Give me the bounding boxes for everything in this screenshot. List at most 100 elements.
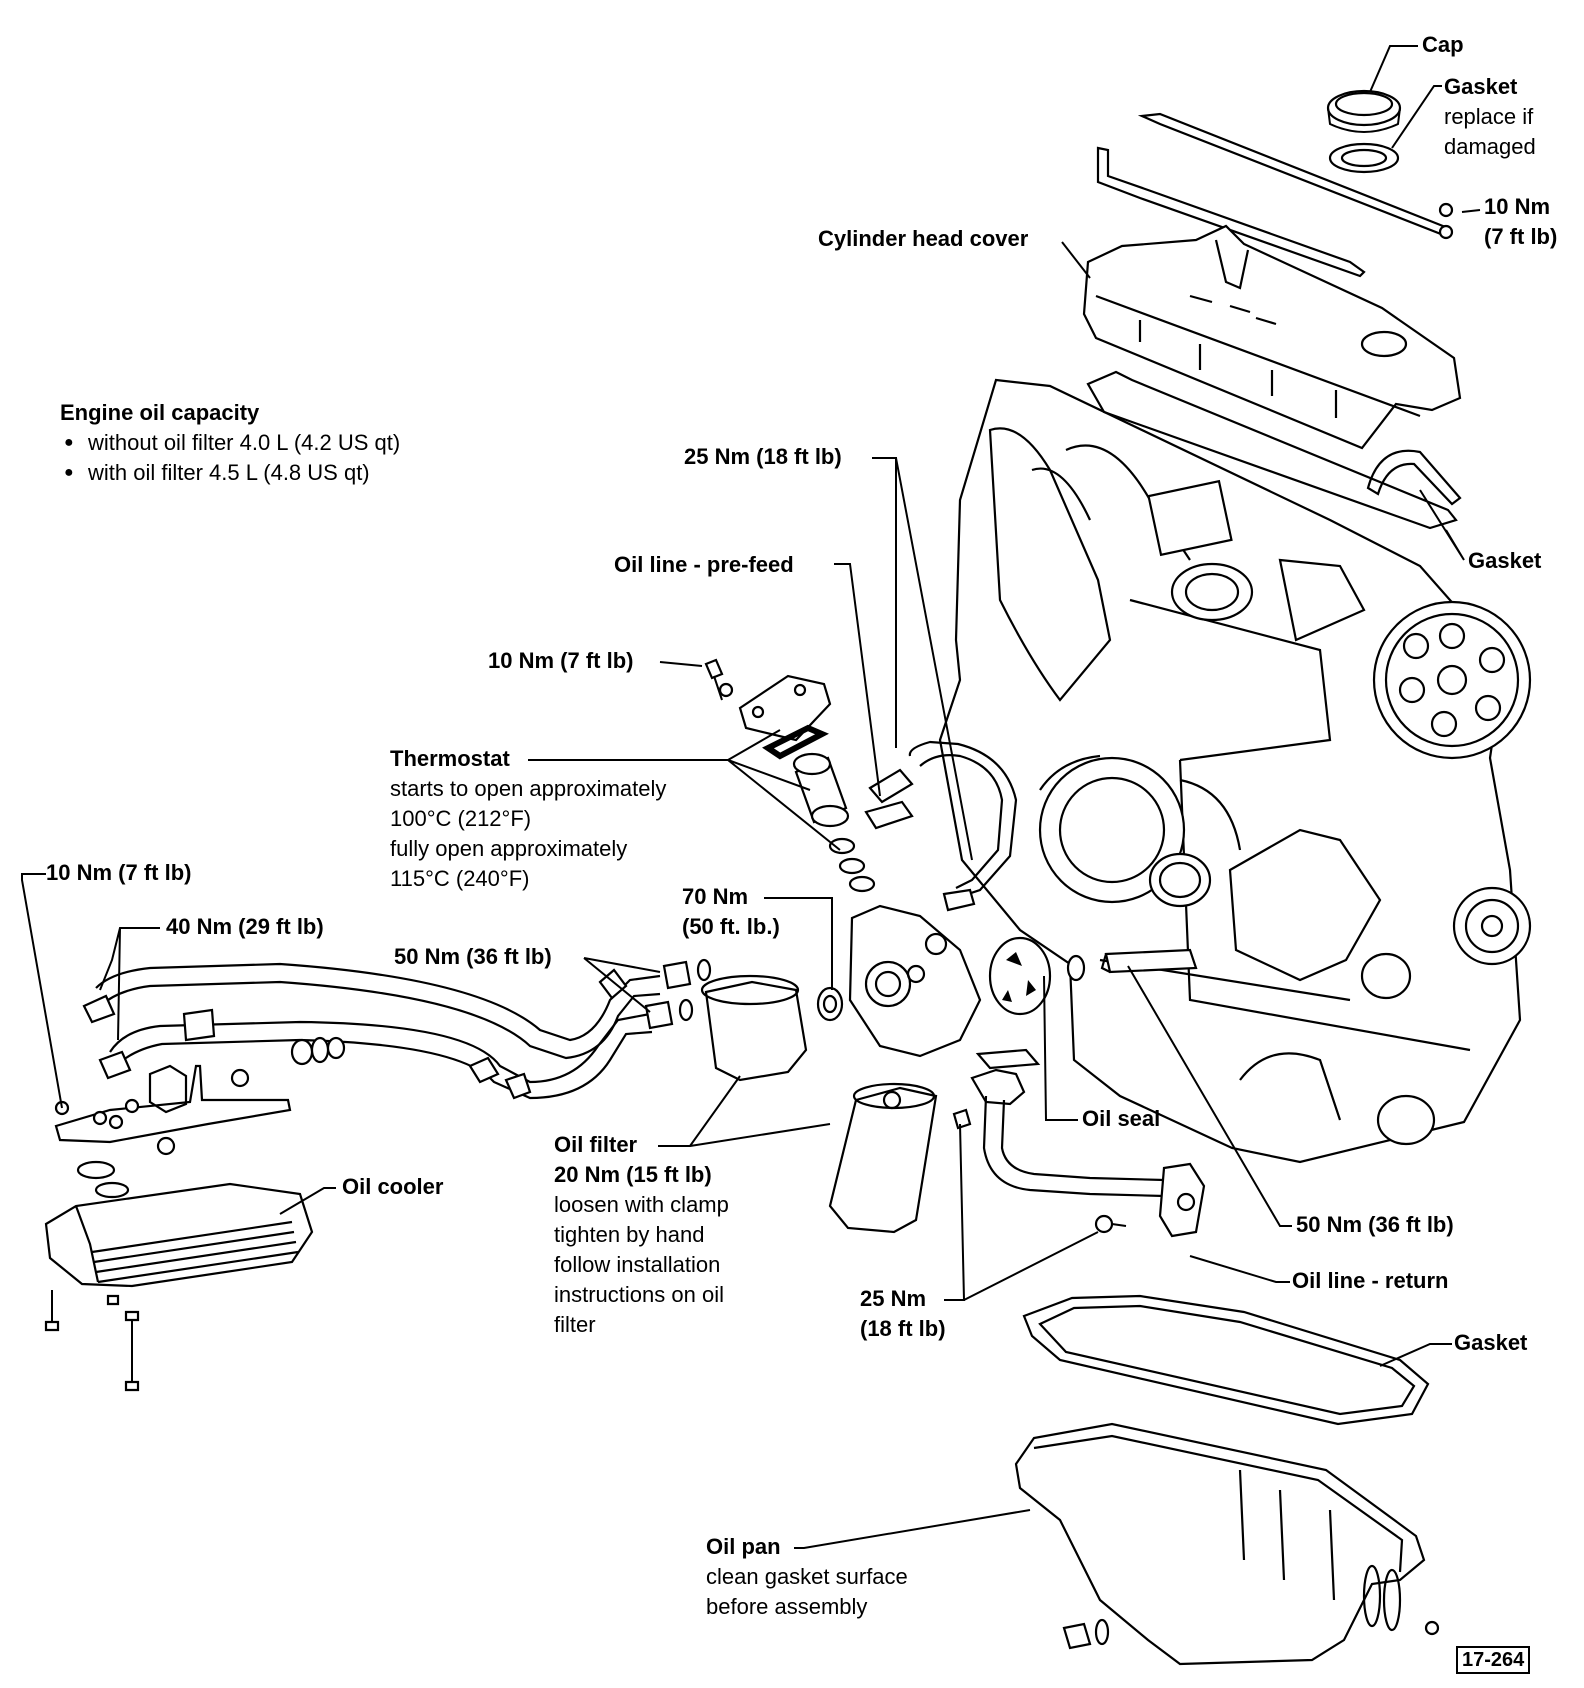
- label-oil-filter: Oil filter 20 Nm (15 ft lb) loosen with …: [554, 1130, 729, 1340]
- cooler-line-fittings: [644, 958, 712, 1030]
- oil-filter-note: filter: [554, 1312, 596, 1337]
- torque-value-imperial: (50 ft. lb.): [682, 914, 780, 939]
- label-torque-50-right: 50 Nm (36 ft lb): [1296, 1210, 1454, 1240]
- label-torque-50-left: 50 Nm (36 ft lb): [394, 942, 552, 972]
- torque-value: 50 Nm (36 ft lb): [394, 944, 552, 969]
- engine-block: [938, 378, 1522, 1164]
- cylinder-head-cover-label: Cylinder head cover: [818, 226, 1029, 251]
- torque-value: 40 Nm (29 ft lb): [166, 914, 324, 939]
- label-torque-70: 70 Nm (50 ft. lb.): [682, 882, 780, 942]
- oil-pan-note: clean gasket surface: [706, 1564, 908, 1589]
- oil-pan-gasket: [1022, 1294, 1430, 1426]
- oil-filter-upper: [700, 974, 808, 1082]
- torque-value-imperial: (7 ft lb): [1484, 224, 1558, 249]
- oil-cooler: [44, 1182, 314, 1288]
- oil-line-return: [970, 1048, 1206, 1238]
- thermostat-note: starts to open approximately: [390, 776, 667, 801]
- thermostat-note: 115°C (240°F): [390, 866, 530, 891]
- camshaft-pulley: [1372, 600, 1532, 760]
- oil-seal-ring: [1066, 954, 1086, 982]
- oil-seal-label: Oil seal: [1082, 1106, 1161, 1131]
- engine-oil-capacity-note: Engine oil capacity without oil filter 4…: [60, 398, 400, 488]
- filler-cap-gasket: [1328, 142, 1400, 174]
- capacity-list: without oil filter 4.0 L (4.2 US qt) wit…: [60, 428, 400, 488]
- label-thermostat: Thermostat starts to open approximately …: [390, 744, 666, 894]
- thermostat: [792, 752, 850, 828]
- oil-filler-cap: [1326, 89, 1402, 133]
- label-cylinder-head-cover: Cylinder head cover: [818, 224, 1028, 254]
- thermostat-note: fully open approximately: [390, 836, 628, 861]
- torque-value: 20 Nm (15 ft lb): [554, 1162, 712, 1187]
- torque-value: 10 Nm (7 ft lb): [46, 860, 192, 885]
- oil-pan: [1014, 1422, 1426, 1666]
- gasket-top-note: damaged: [1444, 134, 1536, 159]
- oil-filter-label: Oil filter: [554, 1132, 638, 1157]
- return-line-bolts: [952, 1108, 1127, 1234]
- oil-pan-note: before assembly: [706, 1594, 868, 1619]
- bracket-fittings: [76, 1036, 346, 1199]
- label-gasket-right: Gasket: [1468, 546, 1541, 576]
- oil-filter-note: follow installation: [554, 1252, 721, 1277]
- turbocharger: [1038, 754, 1242, 908]
- torque-value: 70 Nm: [682, 884, 749, 909]
- gasket-top-label: Gasket: [1444, 74, 1518, 99]
- cover-breather-strip: [1096, 112, 1454, 278]
- oil-filter-flange: [848, 904, 982, 1058]
- oil-filter-note: tighten by hand: [554, 1222, 705, 1247]
- thermostat-bolt: [704, 658, 734, 701]
- oil-cooler-bolts: [44, 1290, 140, 1392]
- oil-line-prefeed-label: Oil line - pre-feed: [614, 552, 794, 577]
- torque-value: 10 Nm: [1484, 194, 1551, 219]
- intermediate-pulley: [1452, 886, 1532, 966]
- capacity-title: Engine oil capacity: [60, 400, 260, 425]
- torque-value: 25 Nm: [860, 1286, 927, 1311]
- label-torque-10-top: 10 Nm (7 ft lb): [1484, 192, 1557, 252]
- thermostat-label: Thermostat: [390, 746, 510, 771]
- label-torque-10-left: 10 Nm (7 ft lb): [46, 858, 191, 888]
- label-oil-line-return: Oil line - return: [1292, 1266, 1448, 1296]
- label-oil-cooler: Oil cooler: [342, 1172, 443, 1202]
- throttle-assembly: [1147, 479, 1366, 642]
- flange-nut: [816, 986, 844, 1022]
- spacer-plate: [988, 936, 1052, 1016]
- torque-value-imperial: (18 ft lb): [860, 1316, 946, 1341]
- label-torque-40: 40 Nm (29 ft lb): [166, 912, 324, 942]
- label-torque-10-mid: 10 Nm (7 ft lb): [488, 646, 633, 676]
- oil-line-prefeed: [864, 740, 1018, 912]
- torque-value: 10 Nm (7 ft lb): [488, 648, 634, 673]
- thermostat-note: 100°C (212°F): [390, 806, 532, 831]
- gasket-right-label: Gasket: [1468, 548, 1542, 573]
- capacity-item: with oil filter 4.5 L (4.8 US qt): [60, 458, 400, 488]
- gasket-bottom-label: Gasket: [1454, 1330, 1528, 1355]
- oil-filter-note: loosen with clamp: [554, 1192, 729, 1217]
- label-torque-25-top: 25 Nm (18 ft lb): [684, 442, 842, 472]
- label-cap: Cap: [1422, 30, 1464, 60]
- oil-cooler-bracket: [54, 1064, 292, 1156]
- cylinder-head-cover: [1082, 224, 1462, 450]
- torque-value: 50 Nm (36 ft lb): [1296, 1212, 1454, 1237]
- oil-cooler-lines: [82, 962, 661, 1100]
- label-gasket-bottom: Gasket: [1454, 1328, 1527, 1358]
- label-gasket-top: Gasket replace if damaged: [1444, 72, 1536, 162]
- oil-filter-lower: [828, 1082, 938, 1234]
- oil-filter-note: instructions on oil: [554, 1282, 724, 1307]
- thermostat-seals: [828, 837, 876, 893]
- capacity-item: without oil filter 4.0 L (4.2 US qt): [60, 428, 400, 458]
- label-oil-pan: Oil pan clean gasket surface before asse…: [706, 1532, 908, 1622]
- head-cover-gasket: [1086, 370, 1462, 530]
- thermostat-o-ring: [762, 724, 829, 760]
- label-torque-25-bottom: 25 Nm (18 ft lb): [860, 1284, 946, 1344]
- gasket-top-note: replace if: [1444, 104, 1534, 129]
- oil-pan-label: Oil pan: [706, 1534, 781, 1559]
- label-oil-seal: Oil seal: [1082, 1104, 1160, 1134]
- oil-line-return-label: Oil line - return: [1292, 1268, 1449, 1293]
- thermostat-housing-cover: [738, 674, 832, 742]
- leader-lines: [21, 45, 1481, 1549]
- label-oil-line-prefeed: Oil line - pre-feed: [614, 550, 794, 580]
- drain-plug: [1062, 1618, 1440, 1650]
- oil-cooler-label: Oil cooler: [342, 1174, 444, 1199]
- torque-value: 25 Nm (18 ft lb): [684, 444, 842, 469]
- engine-bracket: [1228, 828, 1436, 1146]
- turbo-stud: [1100, 948, 1198, 974]
